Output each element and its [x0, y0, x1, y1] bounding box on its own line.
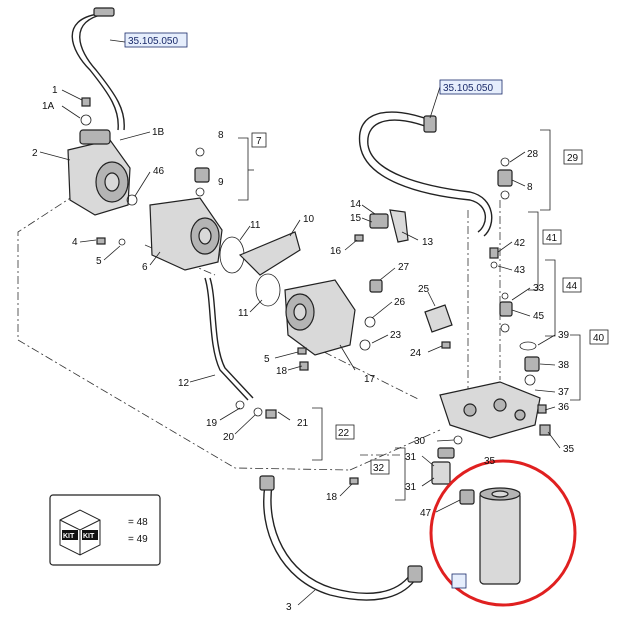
- filter-cap: [459, 489, 475, 505]
- label-28: 28: [527, 149, 539, 160]
- label-31b: 31: [405, 482, 417, 493]
- label-38: 38: [558, 360, 570, 371]
- fittings: [80, 97, 551, 485]
- label-9: 9: [218, 177, 224, 188]
- label-32: 32: [373, 463, 385, 474]
- filter-small: [431, 461, 451, 485]
- kit-line-1: = 48: [128, 517, 148, 528]
- label-43: 43: [514, 265, 526, 276]
- pump-17: [284, 279, 356, 356]
- pump-secondary: [149, 197, 223, 271]
- label-26: 26: [394, 297, 406, 308]
- kit-box: KIT KIT = 48 = 49: [49, 494, 161, 566]
- pump-main: [67, 129, 131, 216]
- label-21: 21: [297, 418, 309, 429]
- label-10: 10: [303, 214, 315, 225]
- label-19: 19: [206, 418, 218, 429]
- label-15: 15: [350, 213, 362, 224]
- ref-top-left: 35.105.050: [128, 36, 178, 47]
- kit-word-1: KIT: [63, 533, 75, 540]
- label-47: 47: [420, 508, 432, 519]
- kit-line-2: = 49: [128, 534, 148, 545]
- label-39: 39: [558, 330, 570, 341]
- label-40: 40: [593, 333, 605, 344]
- label-3: 3: [286, 602, 292, 613]
- label-11b: 11: [238, 308, 249, 319]
- hose-bottom: [259, 475, 423, 601]
- label-4: 4: [72, 237, 78, 248]
- leader-lines: [39, 39, 581, 606]
- ref-top-right: 35.105.050: [443, 83, 493, 94]
- label-8b: 8: [527, 182, 533, 193]
- label-41: 41: [546, 233, 558, 244]
- label-30: 30: [414, 436, 426, 447]
- label-1a: 1A: [42, 101, 55, 112]
- label-12: 12: [178, 378, 190, 389]
- label-13: 13: [422, 237, 434, 248]
- highlight-circle: [429, 459, 577, 607]
- label-11a: 11: [250, 220, 261, 231]
- label-37: 37: [558, 387, 570, 398]
- label-5a: 5: [96, 256, 102, 267]
- label-29: 29: [567, 153, 579, 164]
- label-1: 1: [52, 85, 58, 96]
- label-7: 7: [256, 136, 262, 147]
- label-31a: 31: [405, 452, 417, 463]
- label-14: 14: [350, 199, 362, 210]
- label-35b: 35: [484, 456, 496, 467]
- label-5b: 5: [264, 354, 270, 365]
- label-20: 20: [223, 432, 235, 443]
- label-27: 27: [398, 262, 410, 273]
- label-45: 45: [533, 311, 545, 322]
- ref-box-top-right: [439, 79, 503, 95]
- label-36: 36: [558, 402, 570, 413]
- label-22: 22: [338, 428, 350, 439]
- filter-element: [479, 487, 521, 585]
- kit-word-2: KIT: [83, 533, 95, 540]
- label-42: 42: [514, 238, 526, 249]
- bracket-10: [238, 231, 301, 276]
- tube-12-b: [209, 277, 254, 399]
- label-8a: 8: [218, 130, 224, 141]
- hose-top-left: [71, 7, 125, 131]
- label-1b: 1B: [152, 127, 165, 138]
- label-33: 33: [533, 283, 545, 294]
- hose-top-right: [358, 111, 493, 237]
- label-2: 2: [32, 148, 38, 159]
- label-18a: 18: [276, 366, 288, 377]
- tube-12: [204, 277, 249, 401]
- label-18b: 18: [326, 492, 338, 503]
- label-46: 46: [153, 166, 165, 177]
- boxed-callouts: [251, 132, 609, 589]
- filter-small-cap: [437, 447, 455, 459]
- label-23: 23: [390, 330, 402, 341]
- o-ring-11b: [255, 273, 281, 307]
- label-16: 16: [330, 246, 342, 257]
- label-44: 44: [566, 281, 578, 292]
- label-6: 6: [142, 262, 148, 273]
- label-35a: 35: [563, 444, 575, 455]
- label-25: 25: [418, 284, 430, 295]
- ref-box-top-left: [124, 32, 188, 48]
- label-17: 17: [364, 374, 376, 385]
- valve-block: [439, 381, 541, 439]
- label-24: 24: [410, 348, 422, 359]
